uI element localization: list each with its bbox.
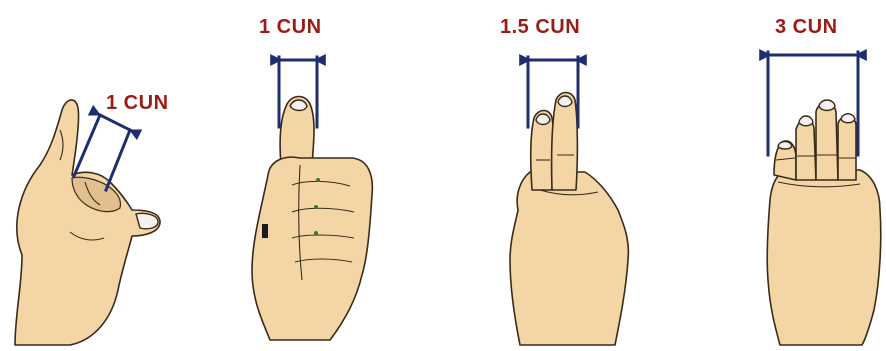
four-finger-hand (767, 100, 881, 345)
four-finger-cun-label: 3 CUN (775, 16, 838, 39)
thumb-hand (252, 97, 372, 341)
pinch-cun-label: 1 CUN (106, 92, 169, 115)
thumb-cun-label: 1 CUN (259, 16, 322, 39)
pinch-hand (15, 100, 160, 345)
two-finger-cun-label: 1.5 CUN (500, 16, 580, 39)
two-finger-hand (510, 93, 628, 346)
